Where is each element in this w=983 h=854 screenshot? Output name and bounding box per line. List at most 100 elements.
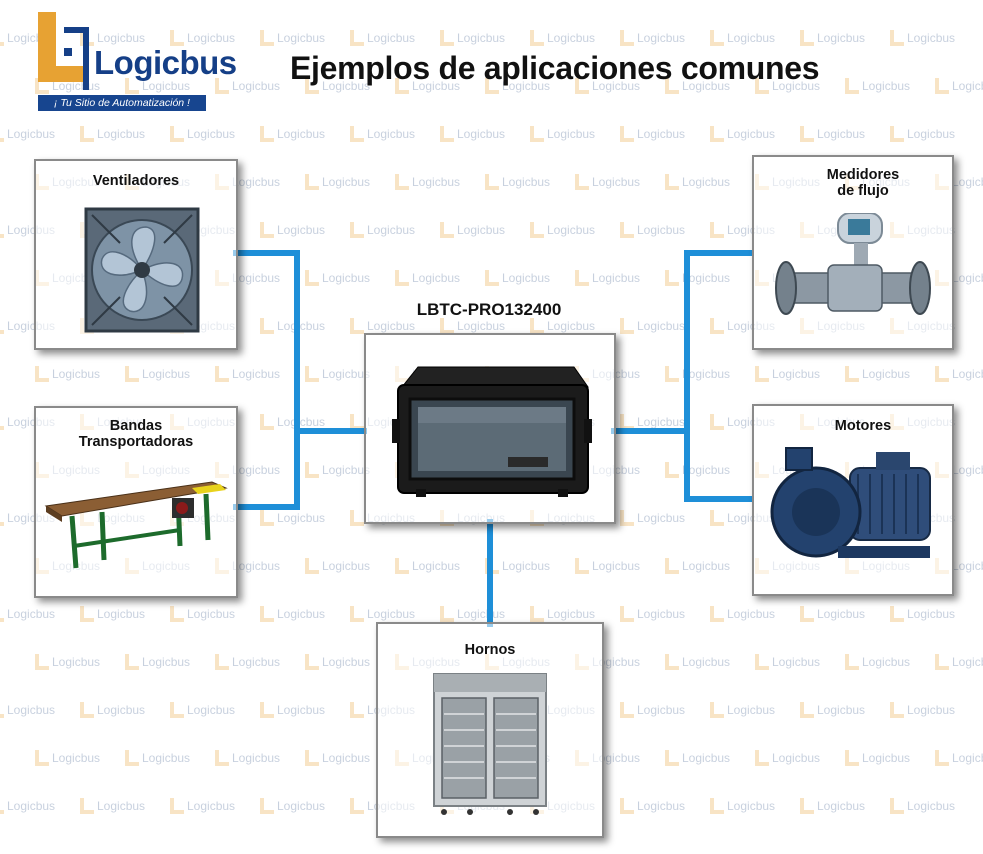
watermark-text: Logicbus	[277, 127, 326, 141]
watermark-logo-icon	[890, 126, 904, 142]
watermark-tile: Logicbus	[215, 366, 280, 382]
watermark-logo-icon	[440, 318, 454, 334]
watermark-text: Logicbus	[637, 319, 686, 333]
watermark-logo-icon	[890, 702, 904, 718]
watermark-tile: Logicbus	[170, 30, 235, 46]
watermark-tile: Logicbus	[350, 30, 415, 46]
watermark-tile: Logicbus	[710, 702, 775, 718]
watermark-logo-icon	[350, 318, 364, 334]
watermark-tile: Logicbus	[440, 30, 505, 46]
watermark-tile: Logicbus	[755, 366, 820, 382]
watermark-tile: Logicbus	[305, 750, 370, 766]
watermark-tile: Logicbus	[575, 78, 640, 94]
watermark-tile: Logicbus	[665, 750, 730, 766]
watermark-tile: Logicbus	[575, 174, 640, 190]
label-hornos: Hornos	[464, 642, 516, 658]
watermark-text: Logicbus	[412, 175, 461, 189]
watermark-text: Logicbus	[952, 79, 983, 93]
watermark-text: Logicbus	[727, 607, 776, 621]
watermark-tile: Logicbus	[845, 750, 910, 766]
watermark-logo-icon	[350, 222, 364, 238]
watermark-text: Logicbus	[142, 751, 191, 765]
watermark-text: Logicbus	[97, 607, 146, 621]
watermark-logo-icon	[395, 270, 409, 286]
watermark-text: Logicbus	[277, 511, 326, 525]
watermark-text: Logicbus	[862, 367, 911, 381]
watermark-logo-icon	[440, 606, 454, 622]
watermark-text: Logicbus	[97, 127, 146, 141]
watermark-text: Logicbus	[952, 463, 983, 477]
watermark-logo-icon	[845, 78, 859, 94]
watermark-tile: Logicbus	[890, 606, 955, 622]
watermark-tile: Logicbus	[440, 222, 505, 238]
watermark-tile: Logicbus	[260, 414, 325, 430]
watermark-text: Logicbus	[457, 223, 506, 237]
watermark-logo-icon	[440, 222, 454, 238]
watermark-logo-icon	[215, 750, 229, 766]
watermark-logo-icon	[395, 78, 409, 94]
watermark-text: Logicbus	[817, 127, 866, 141]
watermark-logo-icon	[125, 78, 139, 94]
label-ventiladores: Ventiladores	[92, 173, 180, 189]
watermark-text: Logicbus	[592, 655, 641, 669]
watermark-text: Logicbus	[322, 559, 371, 573]
watermark-text: Logicbus	[592, 79, 641, 93]
watermark-logo-icon	[665, 174, 679, 190]
watermark-tile: Logicbus	[935, 366, 983, 382]
watermark-logo-icon	[350, 702, 364, 718]
watermark-logo-icon	[215, 654, 229, 670]
watermark-tile: Logicbus	[890, 798, 955, 814]
watermark-tile: Logicbus	[710, 798, 775, 814]
logo-tagline: ¡ Tu Sitio de Automatización !	[38, 95, 206, 111]
watermark-tile: Logicbus	[395, 558, 460, 574]
watermark-logo-icon	[440, 126, 454, 142]
industrial-oven-illustration	[433, 673, 547, 815]
watermark-text: Logicbus	[7, 703, 56, 717]
watermark-logo-icon	[35, 654, 49, 670]
watermark-tile: Logicbus	[350, 126, 415, 142]
watermark-tile: Logicbus	[620, 30, 685, 46]
watermark-tile: Logicbus	[665, 78, 730, 94]
watermark-tile: Logicbus	[125, 366, 190, 382]
watermark-text: Logicbus	[412, 271, 461, 285]
watermark-tile: Logicbus	[305, 174, 370, 190]
watermark-tile: Logicbus	[215, 750, 280, 766]
watermark-text: Logicbus	[277, 319, 326, 333]
watermark-logo-icon	[260, 30, 274, 46]
electric-pump-motor-illustration	[770, 447, 931, 558]
watermark-tile: Logicbus	[620, 126, 685, 142]
watermark-logo-icon	[485, 174, 499, 190]
connector-medidores	[684, 250, 753, 502]
watermark-text: Logicbus	[232, 559, 281, 573]
watermark-tile: Logicbus	[440, 606, 505, 622]
watermark-logo-icon	[935, 366, 949, 382]
watermark-logo-icon	[575, 174, 589, 190]
watermark-text: Logicbus	[772, 367, 821, 381]
watermark-logo-icon	[935, 750, 949, 766]
watermark-text: Logicbus	[52, 367, 101, 381]
watermark-text: Logicbus	[637, 415, 686, 429]
watermark-tile: Logicbus	[800, 126, 865, 142]
watermark-tile: Logicbus	[755, 654, 820, 670]
watermark-tile: Logicbus	[0, 702, 55, 718]
watermark-text: Logicbus	[907, 703, 956, 717]
watermark-logo-icon	[0, 702, 4, 718]
watermark-text: Logicbus	[547, 127, 596, 141]
watermark-logo-icon	[170, 30, 184, 46]
watermark-text: Logicbus	[907, 127, 956, 141]
watermark-text: Logicbus	[7, 607, 56, 621]
watermark-logo-icon	[710, 414, 724, 430]
watermark-text: Logicbus	[682, 79, 731, 93]
watermark-text: Logicbus	[322, 463, 371, 477]
watermark-text: Logicbus	[322, 175, 371, 189]
watermark-logo-icon	[665, 654, 679, 670]
watermark-logo-icon	[665, 270, 679, 286]
watermark-logo-icon	[710, 126, 724, 142]
watermark-text: Logicbus	[682, 559, 731, 573]
watermark-text: Logicbus	[637, 127, 686, 141]
watermark-tile: Logicbus	[845, 654, 910, 670]
watermark-tile: Logicbus	[530, 126, 595, 142]
watermark-text: Logicbus	[367, 607, 416, 621]
watermark-logo-icon	[485, 78, 499, 94]
watermark-tile: Logicbus	[440, 318, 505, 334]
